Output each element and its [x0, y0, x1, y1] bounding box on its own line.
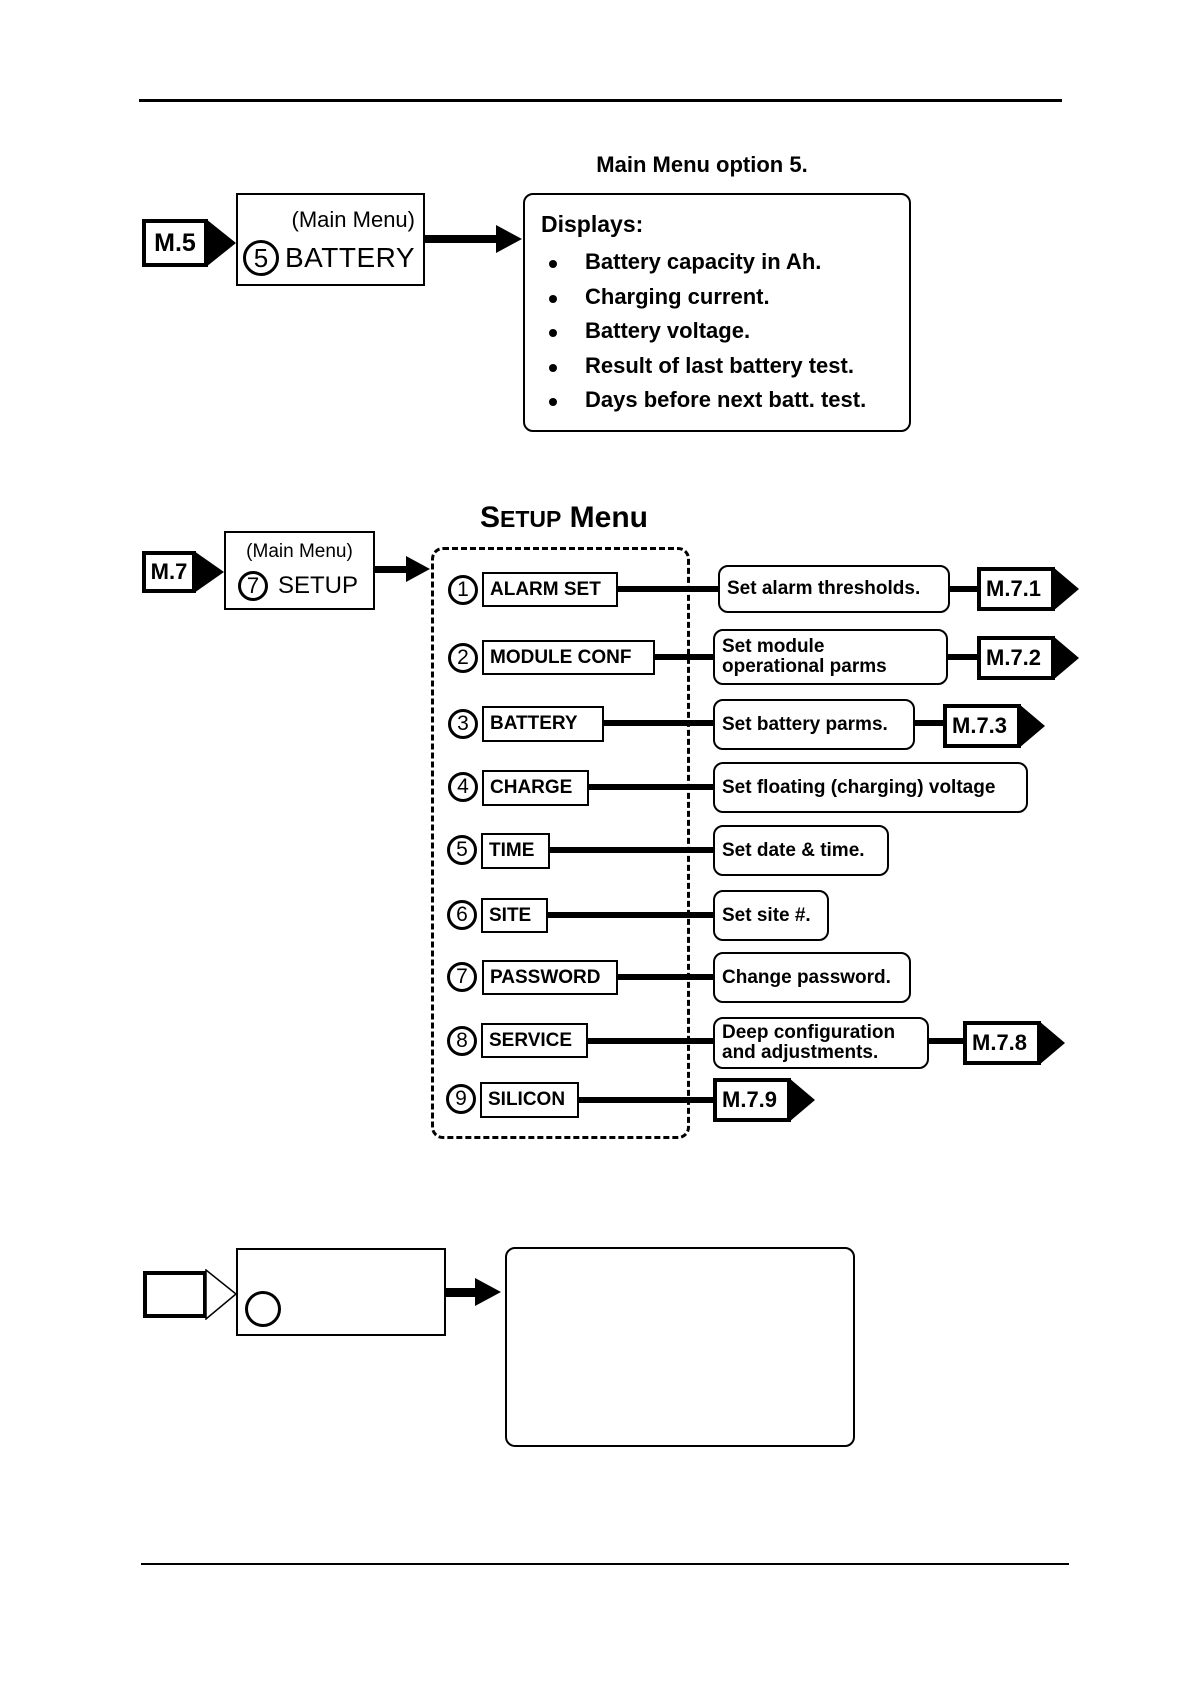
battery-caption: Main Menu option 5.	[596, 152, 808, 177]
ref-arrow-icon	[1019, 704, 1045, 748]
battery-option-row: 5 BATTERY	[243, 240, 415, 276]
bullet-icon	[549, 294, 557, 303]
item-number-circle: 3	[448, 709, 478, 739]
setup-item-service[interactable]: SERVICE	[481, 1023, 588, 1058]
setup-item-password[interactable]: PASSWORD	[482, 960, 618, 995]
setup-arrow-shaft	[375, 566, 409, 573]
displays-item: Battery voltage.	[533, 314, 866, 349]
connector-line	[927, 1038, 966, 1044]
setup-menu-box[interactable]: (Main Menu) 7 SETUP	[224, 531, 375, 610]
item-number-circle: 7	[447, 962, 477, 992]
ref-m7-9[interactable]: M.7.9	[713, 1078, 791, 1122]
setup-item-silicon[interactable]: SILICON	[480, 1082, 579, 1118]
connector-line	[617, 586, 719, 592]
setup-item-module-conf[interactable]: MODULE CONF	[482, 640, 655, 675]
connector-line	[654, 654, 714, 660]
connector-line	[587, 1038, 714, 1044]
m7-tag-label: M.7	[150, 559, 188, 584]
template-tag-arrow-icon	[205, 1269, 238, 1320]
setup-item-time[interactable]: TIME	[481, 833, 550, 869]
option-number-circle: 7	[238, 571, 268, 601]
battery-displays-box: Displays: Battery capacity in Ah. Chargi…	[523, 193, 911, 432]
setup-item-alarm-set[interactable]: ALARM SET	[482, 572, 618, 607]
footer-rule	[141, 1563, 1069, 1565]
ref-m7-1[interactable]: M.7.1	[977, 567, 1055, 611]
m5-tag-label: M.5	[154, 228, 196, 257]
setup-item-battery[interactable]: BATTERY	[482, 706, 604, 742]
bullet-icon	[549, 363, 557, 372]
template-displays-box	[505, 1247, 855, 1447]
setup-option-row: 7 SETUP	[238, 571, 358, 601]
connector-line	[578, 1097, 714, 1103]
desc-service: Deep configuration and adjustments.	[713, 1017, 929, 1069]
item-number-circle: 9	[446, 1084, 476, 1114]
battery-menu-context: (Main Menu)	[291, 207, 415, 232]
template-arrow-shaft	[446, 1288, 476, 1297]
desc-time: Set date & time.	[713, 825, 889, 876]
battery-menu-box[interactable]: (Main Menu) 5 BATTERY	[236, 193, 425, 286]
battery-arrow-head-icon	[496, 225, 522, 253]
setup-menu-title: SETUP Menu	[479, 501, 649, 534]
ref-arrow-icon	[1053, 636, 1079, 680]
displays-item: Result of last battery test.	[533, 349, 866, 384]
battery-option-label: BATTERY	[285, 242, 416, 273]
item-number-circle: 1	[448, 575, 478, 605]
desc-module-conf: Set module operational parms	[713, 629, 948, 685]
ref-m7-8[interactable]: M.7.8	[963, 1021, 1041, 1065]
desc-alarm-set: Set alarm thresholds.	[718, 565, 950, 613]
m7-tag-arrow-icon	[194, 551, 224, 593]
setup-item-site[interactable]: SITE	[481, 898, 548, 933]
ref-arrow-icon	[1053, 567, 1079, 611]
desc-battery: Set battery parms.	[713, 699, 915, 750]
option-number-circle	[245, 1291, 281, 1327]
ref-m7-3[interactable]: M.7.3	[943, 704, 1021, 748]
ref-arrow-icon	[789, 1078, 815, 1122]
option-number-circle: 5	[243, 240, 279, 276]
connector-line	[949, 586, 979, 592]
header-rule	[139, 99, 1062, 102]
connector-line	[546, 912, 714, 918]
desc-site: Set site #.	[713, 890, 829, 941]
displays-heading: Displays:	[541, 211, 644, 237]
displays-item: Days before next batt. test.	[533, 383, 866, 418]
connector-line	[617, 974, 714, 980]
item-number-circle: 5	[447, 835, 477, 865]
connector-line	[946, 654, 980, 660]
desc-password: Change password.	[713, 952, 911, 1003]
setup-arrow-head-icon	[406, 556, 430, 582]
displays-item: Charging current.	[533, 280, 866, 315]
item-number-circle: 6	[447, 900, 477, 930]
displays-item: Battery capacity in Ah.	[533, 245, 866, 280]
template-arrow-head-icon	[475, 1278, 501, 1306]
item-number-circle: 2	[448, 643, 478, 673]
displays-list: Battery capacity in Ah. Charging current…	[533, 245, 866, 418]
item-number-circle: 4	[448, 772, 478, 802]
template-tag[interactable]	[143, 1271, 207, 1318]
bullet-icon	[549, 329, 557, 337]
connector-line	[602, 720, 714, 726]
connector-line	[548, 847, 714, 853]
battery-arrow-shaft	[425, 235, 497, 243]
template-menu-box[interactable]	[236, 1248, 446, 1336]
connector-line	[587, 784, 714, 790]
bullet-icon	[549, 260, 557, 268]
item-number-circle: 8	[447, 1026, 477, 1056]
m5-tag[interactable]: M.5	[142, 219, 208, 267]
ref-m7-2[interactable]: M.7.2	[977, 636, 1055, 680]
m5-tag-arrow-icon	[206, 219, 236, 267]
m7-tag[interactable]: M.7	[142, 551, 196, 593]
setup-menu-context: (Main Menu)	[246, 541, 353, 562]
setup-option-label: SETUP	[278, 572, 359, 599]
setup-submenu-group	[431, 547, 690, 1139]
setup-item-charge[interactable]: CHARGE	[482, 770, 589, 806]
bullet-icon	[549, 398, 557, 406]
ref-arrow-icon	[1039, 1021, 1065, 1065]
desc-charge: Set floating (charging) voltage	[713, 762, 1028, 813]
connector-line	[913, 720, 945, 726]
